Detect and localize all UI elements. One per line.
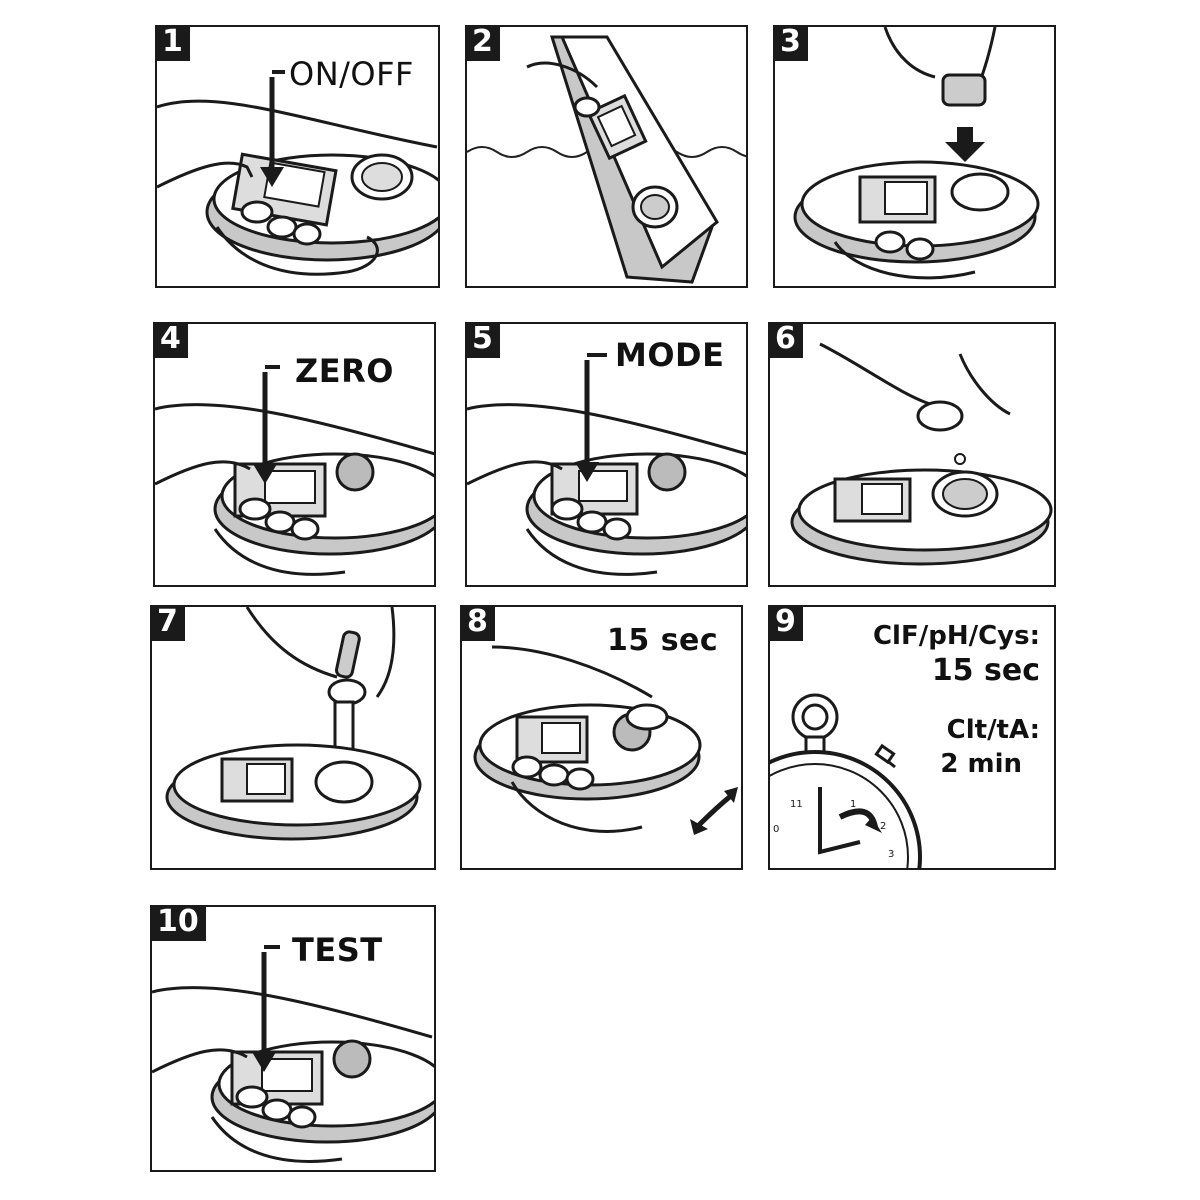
- step-number: 4: [155, 324, 188, 358]
- step-panel-3: 3: [773, 25, 1056, 288]
- on-off-label: ON/OFF: [289, 55, 414, 93]
- step-panel-6: 6: [768, 322, 1056, 587]
- shaking-device-illustration: [473, 645, 738, 835]
- step-panel-2: 2: [465, 25, 748, 288]
- hand-pressing-zero-illustration: [155, 365, 434, 576]
- test-label: TEST: [292, 931, 383, 969]
- step-number: 6: [770, 324, 803, 358]
- timer-line-2: 15 sec: [931, 653, 1040, 688]
- hand-pressing-test-illustration: [152, 945, 434, 1163]
- dial-mark: 11: [790, 799, 803, 810]
- step-number: 8: [462, 607, 495, 641]
- zero-label: ZERO: [295, 352, 394, 390]
- device-dipped-in-water-illustration: [467, 35, 746, 284]
- step-number: 2: [467, 27, 500, 61]
- dial-mark: 1: [850, 799, 856, 810]
- timer-line-1: ClF/pH/Cys:: [872, 621, 1040, 651]
- step-panel-10: 10 TEST: [150, 905, 436, 1172]
- dial-mark: 0: [773, 824, 779, 835]
- step-panel-4: 4 ZERO: [153, 322, 436, 587]
- hand-holding-device-illustration: [157, 70, 438, 276]
- step-panel-8: 8 15 sec: [460, 605, 743, 870]
- step-panel-9: 11 1 2 3 0 9 ClF/pH/Cys: 15 sec Clt/tA: …: [768, 605, 1056, 870]
- step-panel-7: 7: [150, 605, 436, 870]
- duration-label: 15 sec: [607, 623, 719, 658]
- step-number: 10: [152, 907, 206, 941]
- mode-label: MODE: [615, 336, 725, 374]
- step-number: 7: [152, 607, 185, 641]
- dial-mark: 3: [888, 849, 894, 860]
- step-number: 5: [467, 324, 500, 358]
- hand-pressing-mode-illustration: [467, 353, 746, 576]
- placing-cap-illustration: [793, 27, 1040, 280]
- step-panel-1: 1 ON/OFF: [155, 25, 440, 288]
- step-panel-5: 5 MODE: [465, 322, 748, 587]
- stopwatch-icon: 11 1 2 3 0: [770, 693, 922, 868]
- step-number: 9: [770, 607, 803, 641]
- adding-tablet-illustration: [790, 342, 1053, 566]
- step-number: 3: [775, 27, 808, 61]
- dial-mark: 2: [880, 821, 886, 832]
- step-number: 1: [157, 27, 190, 61]
- crushing-tablet-illustration: [165, 607, 422, 841]
- timer-line-3: Clt/tA:: [946, 715, 1040, 745]
- timer-line-4: 2 min: [940, 749, 1022, 779]
